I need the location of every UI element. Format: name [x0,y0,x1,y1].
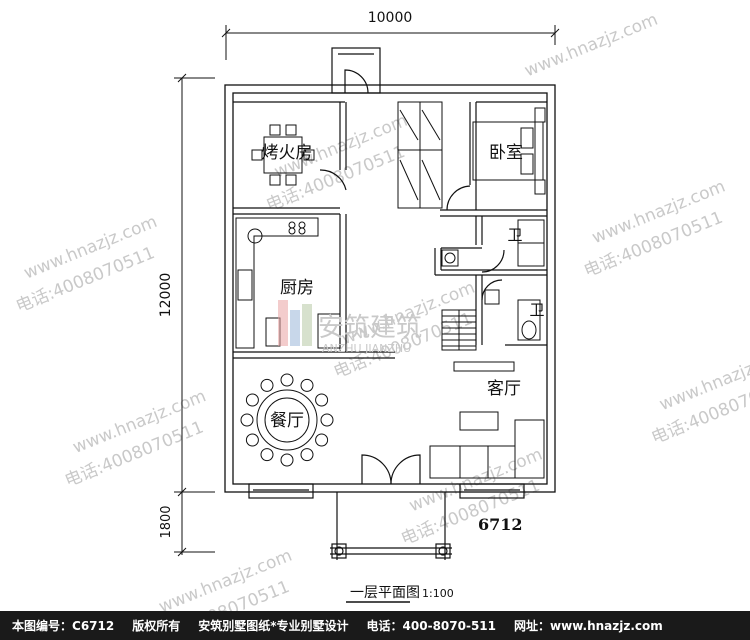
front-entrance [248,454,525,560]
dining-chair [240,413,254,427]
dining-chair [315,433,329,447]
watermark-layer: www.hnazjz.com电话:4008070511www.hnazjz.co… [13,10,750,611]
logo-en: ANZHU JIANZHU [322,342,411,355]
footer-company: 安筑别墅图纸*专业别墅设计 [198,619,349,633]
footer-bar: 本图编号： C6712 版权所有 安筑别墅图纸*专业别墅设计 电话： 400-8… [0,611,750,640]
dimension-lines [174,25,560,557]
footer-phone: 400-8070-511 [402,618,497,633]
footer-site: www.hnazjz.com [550,618,663,633]
dining-chair [315,393,329,407]
room-roast: 烤火房 [262,143,313,163]
room-living: 客厅 [487,379,521,399]
bath-fixtures [441,219,545,341]
dim-top-width: 10000 [368,10,413,26]
dining-table [240,373,334,467]
footer-copyright: 版权所有 [132,619,181,633]
dining-chair [300,448,314,462]
drawing-code: 6712 [478,515,523,534]
watermark-text: www.hnazjz.com [522,10,661,82]
dining-chair [280,453,294,467]
dim-left-height: 12000 [158,273,174,318]
dining-chair [300,378,314,392]
room-dining: 餐厅 [270,411,304,431]
dining-chair [245,393,259,407]
dining-chair [245,433,259,447]
footer-code-label: 本图编号： [12,619,73,633]
dining-chair [260,448,274,462]
dining-chair [280,373,294,387]
living-furniture [429,361,545,479]
logo-cn: 安筑建筑 [318,313,422,343]
footer-site-label: 网址： [514,619,551,633]
dining-chair [260,378,274,392]
rear-entrance [331,47,381,94]
exterior-walls [224,84,556,493]
roast-table [251,124,315,186]
footer-phone-label: 电话： [366,619,403,633]
company-logo: 安筑建筑 ANZHU JIANZHU [278,300,422,355]
floor-plan: www.hnazjz.com电话:4008070511www.hnazjz.co… [13,10,750,611]
footer-code: C6712 [72,618,115,633]
plan-scale: 1:100 [422,587,454,600]
room-bath-1: 卫 [507,226,522,244]
plan-title: 一层平面图 [350,585,420,601]
room-bath-2: 卫 [529,301,544,319]
wardrobe [397,101,443,209]
room-kitchen: 厨房 [280,278,314,298]
interior-walls [233,101,547,359]
staircase [441,309,477,351]
dining-chair [320,413,334,427]
bed [472,107,546,195]
room-bedroom: 卧室 [489,143,523,163]
dim-left-lower: 1800 [159,505,174,538]
